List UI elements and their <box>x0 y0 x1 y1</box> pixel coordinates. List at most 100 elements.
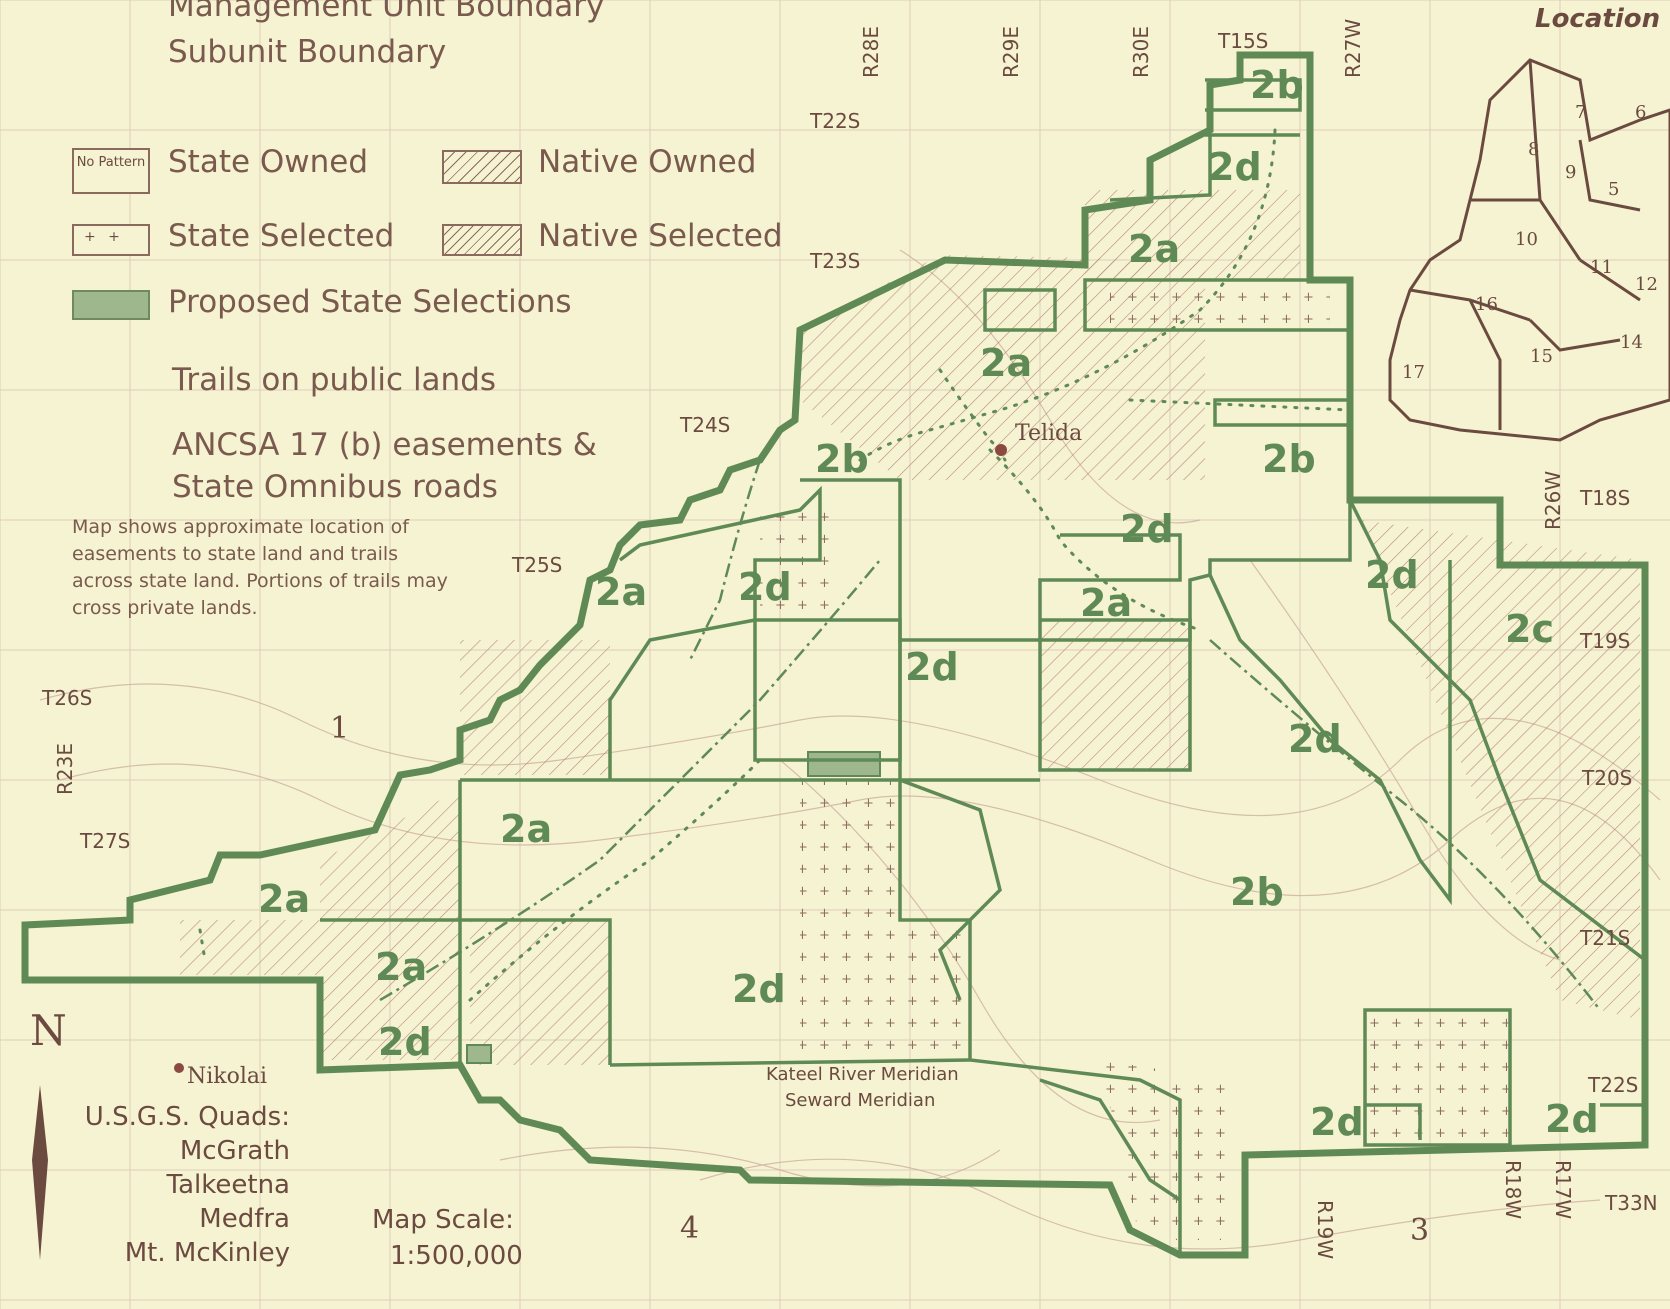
quads-heading: U.S.G.S. Quads: <box>84 1102 290 1132</box>
svg-text:5: 5 <box>1608 179 1619 200</box>
range-label: R27W <box>1341 19 1365 78</box>
svg-text:12: 12 <box>1635 274 1658 295</box>
township-label: T18S <box>1579 486 1630 510</box>
region-number: 3 <box>1410 1213 1429 1248</box>
legend-easements: ANCSA 17 (b) easements & State Omnibus r… <box>172 427 597 505</box>
township-label: T25S <box>511 553 562 577</box>
subunit-label: 2d <box>732 967 786 1011</box>
proposed-selection <box>807 751 881 777</box>
range-label: R17W <box>1551 1160 1575 1219</box>
telida-marker <box>995 444 1007 456</box>
range-label: R19W <box>1313 1200 1337 1259</box>
subunit-boundaries <box>320 78 1647 1255</box>
township-label: T21S <box>1579 926 1630 950</box>
svg-text:11: 11 <box>1590 257 1613 278</box>
subunit-label: 2b <box>1262 437 1316 481</box>
subunit-label: 2b <box>1250 63 1304 107</box>
range-label: R26W <box>1541 471 1565 530</box>
township-label: T19S <box>1579 629 1630 653</box>
north-arrow-icon: N <box>30 1006 67 1260</box>
svg-text:7: 7 <box>1575 102 1586 123</box>
township-label: T27S <box>79 829 130 853</box>
subunit-label: 2d <box>1545 1097 1599 1141</box>
quad-item: Medfra <box>199 1204 290 1234</box>
swatch-proposed-state-selections <box>72 290 150 320</box>
subunit-label: 2d <box>905 645 959 689</box>
township-label: T22S <box>809 109 860 133</box>
svg-text:10: 10 <box>1515 229 1538 250</box>
legend-proposed-state-selections: Proposed State Selections <box>168 284 572 320</box>
quad-item: McGrath <box>179 1136 290 1166</box>
proposed-selection <box>466 1044 492 1064</box>
township-label: T20S <box>1581 766 1632 790</box>
subunit-label: 2d <box>1208 145 1262 189</box>
township-label: T22S <box>1587 1073 1638 1097</box>
subunit-label: 2a <box>500 807 552 851</box>
svg-text:N: N <box>30 1006 67 1055</box>
state-selected-areas <box>760 285 1510 1240</box>
township-label: T15S <box>1217 29 1268 53</box>
native-owned-areas <box>180 190 1640 1065</box>
svg-text:15: 15 <box>1530 346 1553 367</box>
subunit-label: 2a <box>980 341 1032 385</box>
legend-native-selected: Native Selected <box>538 218 783 254</box>
svg-text:6: 6 <box>1635 102 1646 123</box>
region-number: 1 <box>330 711 349 746</box>
nikolai-marker <box>174 1063 184 1073</box>
svg-text:14: 14 <box>1620 332 1643 353</box>
subunit-label: 2b <box>815 437 869 481</box>
subunit-label: 2b <box>1230 870 1284 914</box>
legend-note: Map shows approximate location of easeme… <box>72 516 448 619</box>
legend-native-owned: Native Owned <box>538 144 757 180</box>
scale-value: 1:500,000 <box>390 1241 523 1271</box>
location-inset-map <box>1388 58 1670 442</box>
subunit-label: 2d <box>1365 553 1419 597</box>
swatch-native-selected <box>442 224 522 256</box>
subunit-label: 2a <box>1080 581 1132 625</box>
legend-management-unit-boundary: Management Unit Boundary <box>168 0 605 24</box>
place-nikolai: Nikolai <box>187 1064 267 1089</box>
subunit-label: 2a <box>375 945 427 989</box>
subunit-label: 2d <box>378 1020 432 1064</box>
management-unit-boundary <box>21 51 1649 1259</box>
township-label: T23S <box>809 249 860 273</box>
subunit-label: 2a <box>1128 227 1180 271</box>
subunit-label: 2d <box>738 565 792 609</box>
scale-heading: Map Scale: <box>372 1205 514 1235</box>
meridian-seward: Seward Meridian <box>785 1090 935 1111</box>
usgs-quads: U.S.G.S. Quads: McGrath Talkeetna Medfra… <box>60 1100 290 1270</box>
svg-text:17: 17 <box>1402 362 1425 383</box>
svg-text:8: 8 <box>1528 139 1539 160</box>
svg-text:16: 16 <box>1475 294 1498 315</box>
region-number: 4 <box>680 1211 699 1246</box>
range-label: R23E <box>53 743 77 795</box>
place-telida: Telida <box>1015 421 1082 446</box>
meridian-kateel: Kateel River Meridian <box>766 1064 959 1085</box>
swatch-native-owned <box>442 150 522 184</box>
range-label: R30E <box>1129 26 1153 78</box>
subunit-label: 2d <box>1288 717 1342 761</box>
quad-item: Mt. McKinley <box>124 1238 290 1268</box>
township-label: T33N <box>1604 1191 1658 1215</box>
subunit-label: 2a <box>595 570 647 614</box>
range-label: R29E <box>999 26 1023 78</box>
easements <box>379 459 1601 1011</box>
range-label: R18W <box>1501 1160 1525 1219</box>
legend-state-selected: State Selected <box>168 218 395 254</box>
township-label: T26S <box>41 686 92 710</box>
legend-state-owned: State Owned <box>168 144 369 180</box>
legend-subunit-boundary: Subunit Boundary <box>168 34 447 70</box>
svg-text:9: 9 <box>1565 162 1576 183</box>
legend-trails: Trails on public lands <box>172 362 497 398</box>
trails <box>198 128 1352 1002</box>
range-label: R28E <box>859 26 883 78</box>
swatch-state-selected <box>72 224 150 256</box>
map-scale: Map Scale: 1:500,000 <box>372 1202 523 1274</box>
location-inset-numbers: 7 6 8 9 5 10 11 12 16 14 15 17 <box>1402 102 1658 383</box>
swatch-state-owned: No Pattern <box>72 148 150 194</box>
subunit-label: 2c <box>1505 607 1554 651</box>
quad-item: Talkeetna <box>166 1170 290 1200</box>
subunit-label: 2d <box>1120 507 1174 551</box>
subunit-label: 2a <box>258 877 310 921</box>
